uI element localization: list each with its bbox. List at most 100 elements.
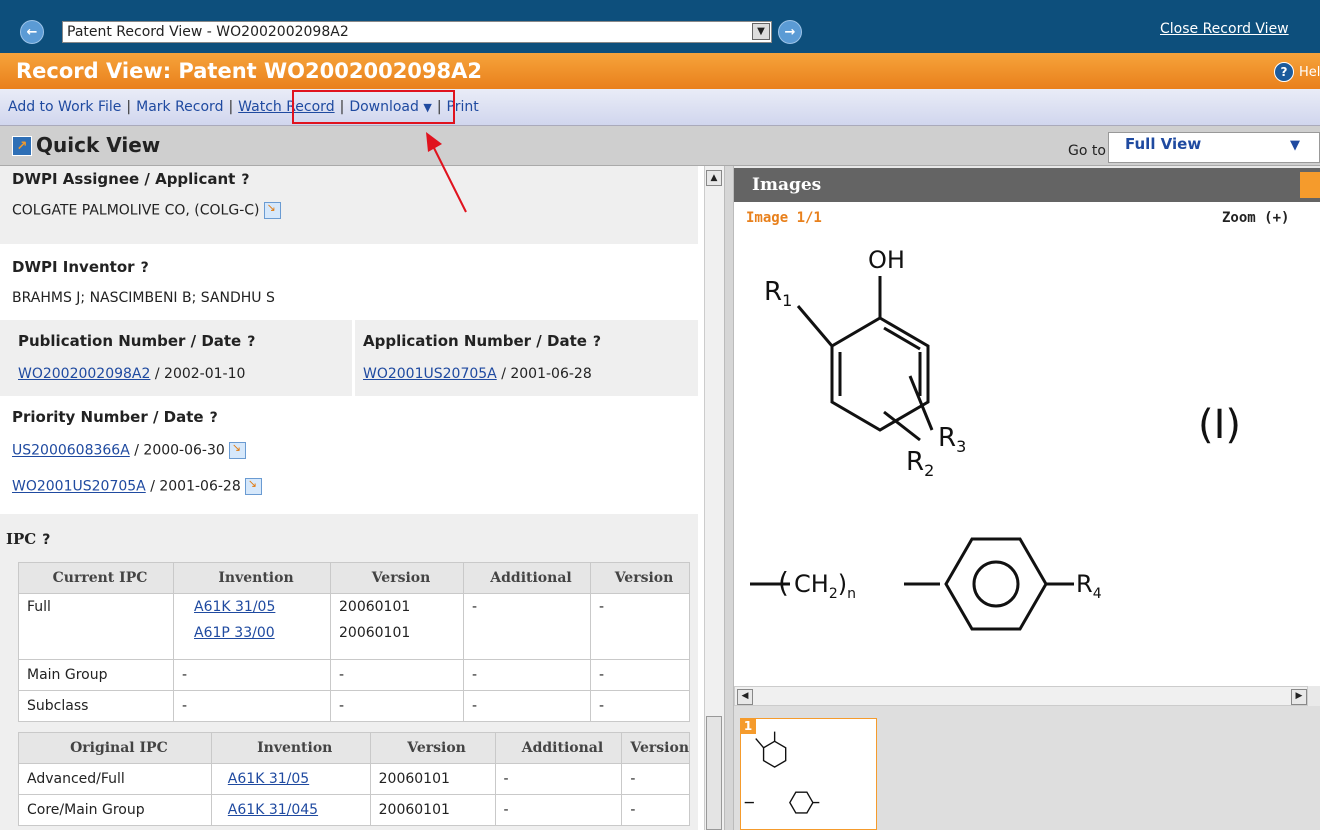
table-cell: A61K 31/05 bbox=[210, 763, 371, 795]
column-header: Current IPC bbox=[18, 562, 174, 594]
image-thumbnail[interactable] bbox=[740, 718, 877, 830]
table-row: Advanced/Full A61K 31/05 20060101 - - bbox=[18, 763, 690, 795]
column-header: Version bbox=[590, 562, 690, 594]
caret-down-icon: ▼ bbox=[423, 101, 432, 114]
images-subheader bbox=[734, 202, 1320, 234]
table-cell: 20060101 bbox=[369, 763, 496, 795]
priority-number-link[interactable]: US2000608366A bbox=[12, 442, 130, 459]
goto-select[interactable]: Full View bbox=[1108, 132, 1320, 163]
application-number-link[interactable]: WO2001US20705A bbox=[363, 366, 497, 382]
column-header: Additional bbox=[463, 562, 591, 594]
scroll-right-icon[interactable]: ▶ bbox=[1291, 689, 1307, 705]
column-header: Version bbox=[369, 732, 496, 764]
ch2-label: CH2)n bbox=[794, 570, 856, 602]
toolbar-separator: | bbox=[228, 99, 234, 115]
close-icon[interactable] bbox=[1300, 172, 1320, 198]
forward-arrow-icon[interactable]: → bbox=[778, 20, 802, 44]
table-cell: A61K 31/05 A61P 33/00 bbox=[173, 593, 331, 660]
help-icon: ? bbox=[1274, 62, 1294, 82]
download-button[interactable]: Download ▼ bbox=[349, 99, 432, 115]
record-toolbar: Add to Work File|Mark Record|Watch Recor… bbox=[0, 89, 1320, 126]
assignee-label: DWPI Assignee / Applicant bbox=[12, 170, 236, 188]
original-ipc-table: Original IPC Invention Version Additiona… bbox=[18, 732, 690, 826]
ipc-code-link[interactable]: A61K 31/05 bbox=[227, 771, 310, 787]
r3-label: R3 bbox=[938, 423, 966, 456]
inventor-value: BRAHMS J; NASCIMBENI B; SANDHU S bbox=[12, 290, 275, 306]
help-button[interactable]: ? Help bbox=[1274, 62, 1320, 82]
help-icon[interactable]: ? bbox=[209, 410, 218, 426]
caret-down-icon[interactable]: ▼ bbox=[1290, 138, 1300, 153]
table-cell: - bbox=[590, 690, 690, 722]
publication-number-link[interactable]: WO2002002098A2 bbox=[18, 366, 151, 382]
external-link-icon[interactable] bbox=[263, 201, 281, 219]
close-record-view-link[interactable]: Close Record View bbox=[1160, 21, 1289, 37]
assignee-value: COLGATE PALMOLIVE CO, (COLG-C) bbox=[12, 202, 260, 219]
vertical-scrollbar[interactable] bbox=[704, 166, 724, 830]
ipc-code-link[interactable]: A61K 31/05 bbox=[194, 599, 276, 615]
scroll-left-icon[interactable]: ◀ bbox=[737, 689, 753, 705]
table-cell: - bbox=[463, 593, 591, 660]
toolbar-separator: | bbox=[339, 99, 345, 115]
table-cell: - bbox=[494, 794, 623, 826]
table-cell: - bbox=[494, 763, 623, 795]
panel-splitter[interactable] bbox=[724, 166, 734, 830]
priority-item: WO2001US20705A / 2001-06-28 bbox=[12, 477, 262, 495]
toolbar-separator: | bbox=[126, 99, 132, 115]
priority-date: / 2000-06-30 bbox=[129, 442, 225, 459]
scrollbar-thumb[interactable] bbox=[706, 716, 722, 830]
table-cell: Subclass bbox=[18, 690, 174, 722]
help-label: Help bbox=[1299, 64, 1320, 80]
help-icon[interactable]: ? bbox=[140, 260, 149, 276]
column-header: Invention bbox=[173, 562, 331, 594]
scroll-up-icon[interactable]: ▲ bbox=[706, 170, 722, 186]
external-link-icon[interactable] bbox=[244, 477, 262, 495]
watch-record-button[interactable]: Watch Record bbox=[238, 99, 335, 115]
table-cell: - bbox=[621, 794, 690, 826]
table-cell: A61K 31/045 bbox=[210, 794, 371, 826]
version-value: 20060101 bbox=[339, 599, 411, 615]
goto-label: Go to bbox=[1068, 143, 1106, 159]
thumbnail-structure-drawing bbox=[744, 731, 820, 814]
help-icon[interactable]: ? bbox=[241, 172, 250, 188]
application-section: Application Number / Date? WO2001US20705… bbox=[355, 320, 698, 396]
table-row: Full A61K 31/05 A61P 33/00 20060101 2006… bbox=[18, 593, 690, 660]
formula-number-label: (I) bbox=[1198, 402, 1241, 448]
ipc-code-link[interactable]: A61K 31/045 bbox=[227, 802, 319, 818]
r2-label: R2 bbox=[906, 447, 934, 480]
column-header: Additional bbox=[494, 732, 623, 764]
highlight-box bbox=[292, 90, 455, 124]
publication-date: / 2002-01-10 bbox=[150, 366, 246, 382]
zoom-button[interactable]: Zoom (+) bbox=[1222, 210, 1290, 226]
table-cell: - bbox=[590, 659, 690, 691]
patent-image-viewer[interactable]: OH R1 R2 R3 (I) CH2)n R4 ( bbox=[734, 234, 1320, 686]
priority-number-link[interactable]: WO2001US20705A bbox=[12, 478, 146, 495]
column-header: Invention bbox=[210, 732, 371, 764]
ipc-code-link[interactable]: A61P 33/00 bbox=[194, 625, 275, 641]
toolbar-separator: | bbox=[436, 99, 442, 115]
publication-label: Publication Number / Date bbox=[18, 332, 242, 350]
horizontal-scrollbar[interactable]: ◀ ▶ bbox=[734, 686, 1308, 706]
column-header: Original IPC bbox=[18, 732, 212, 764]
table-cell: - bbox=[173, 690, 331, 722]
add-to-work-file-button[interactable]: Add to Work File bbox=[8, 99, 122, 115]
application-date: / 2001-06-28 bbox=[496, 366, 592, 382]
help-icon[interactable]: ? bbox=[592, 334, 602, 350]
table-header-row: Current IPC Invention Version Additional… bbox=[18, 562, 690, 594]
table-cell: - bbox=[330, 690, 464, 722]
external-link-icon[interactable] bbox=[228, 441, 246, 459]
priority-date: / 2001-06-28 bbox=[145, 478, 241, 495]
back-arrow-icon[interactable]: ← bbox=[20, 20, 44, 44]
thumbnail-number: 1 bbox=[740, 718, 756, 734]
r4-label: R4 bbox=[1076, 570, 1102, 602]
priority-item: US2000608366A / 2000-06-30 bbox=[12, 441, 246, 459]
inventor-label: DWPI Inventor bbox=[12, 258, 135, 276]
table-cell: Main Group bbox=[18, 659, 174, 691]
table-row: Subclass - - - - bbox=[18, 690, 690, 722]
inventor-section: DWPI Inventor? BRAHMS J; NASCIMBENI B; S… bbox=[0, 244, 698, 318]
help-icon[interactable]: ? bbox=[247, 334, 256, 350]
table-row: Core/Main Group A61K 31/045 20060101 - - bbox=[18, 794, 690, 826]
mark-record-button[interactable]: Mark Record bbox=[136, 99, 224, 115]
help-icon[interactable]: ? bbox=[42, 532, 51, 548]
record-select[interactable]: Patent Record View - WO2002002098A2 bbox=[62, 21, 772, 43]
chevron-down-icon[interactable]: ▼ bbox=[752, 23, 770, 40]
